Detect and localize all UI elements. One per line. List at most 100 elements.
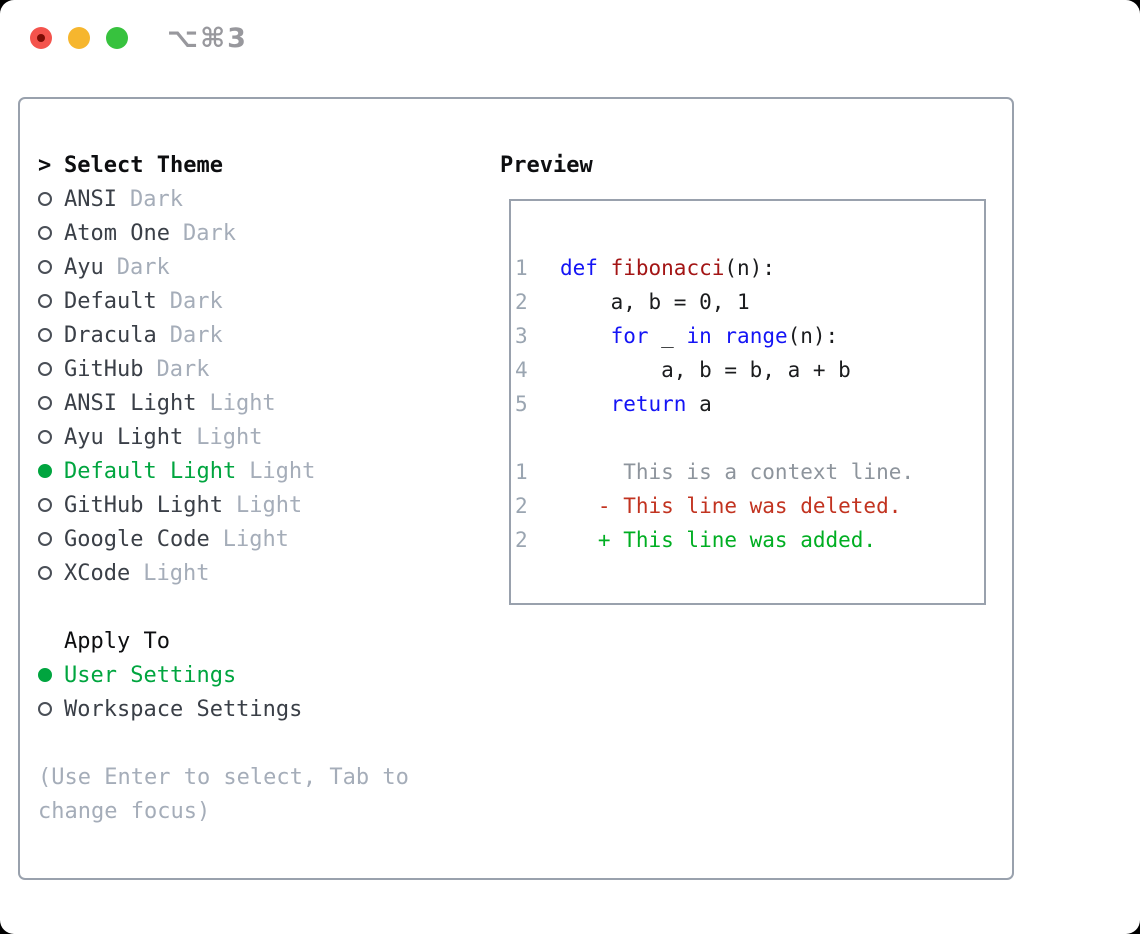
diff-preview: 1 This is a context line.2 - This line w… [515, 455, 984, 557]
code-line: 3 for _ in range(n): [515, 319, 984, 353]
token-plain: a, b = b, a + b [560, 358, 851, 382]
theme-name: ANSI [64, 186, 117, 212]
theme-name: XCode [64, 560, 131, 586]
radio-icon [38, 362, 52, 376]
code-line: 4 a, b = b, a + b [515, 353, 984, 387]
theme-name: Dracula [64, 322, 157, 348]
theme-variant-tag: Light [143, 560, 210, 586]
line-number: 1 [515, 256, 528, 280]
code-text: def fibonacci(n): [560, 256, 775, 280]
theme-option-xcode[interactable]: XCode Light [38, 556, 488, 590]
radio-icon [38, 226, 52, 240]
theme-name: Ayu Light [64, 424, 184, 450]
token-plain [712, 324, 725, 348]
diff-text: This is a context line. [560, 460, 915, 484]
code-text: return a [560, 392, 712, 416]
theme-option-atom-one[interactable]: Atom One Dark [38, 216, 488, 250]
token-function: fibonacci [610, 256, 725, 280]
theme-name: Atom One [64, 220, 170, 246]
radio-icon [38, 702, 52, 716]
token-keyword: range [724, 324, 788, 348]
radio-icon [38, 498, 52, 512]
line-number: 1 [515, 460, 528, 484]
theme-variant-tag: Dark [182, 220, 236, 246]
radio-icon [38, 396, 52, 410]
apply-option-label: Workspace Settings [64, 696, 303, 722]
theme-variant-tag: Light [235, 492, 303, 518]
apply-to-header: Apply To [38, 624, 488, 658]
apply-option-workspace-settings[interactable]: Workspace Settings [38, 692, 488, 726]
theme-option-github[interactable]: GitHub Dark [38, 352, 488, 386]
radio-icon [38, 294, 52, 308]
line-number: 3 [515, 324, 528, 348]
diff-line-context: 1 This is a context line. [515, 455, 984, 489]
token-plain: (n): [787, 324, 839, 348]
theme-option-ayu-light[interactable]: Ayu Light Light [38, 420, 488, 454]
theme-name: GitHub Light [64, 492, 223, 518]
theme-variant-tag: Light [222, 526, 289, 552]
traffic-lights [30, 27, 128, 49]
gap [515, 421, 984, 455]
apply-option-label: User Settings [64, 662, 237, 688]
theme-list-header: >Select Theme [38, 148, 488, 182]
theme-name: Default Light [64, 458, 237, 484]
fullscreen-button[interactable] [106, 27, 128, 49]
theme-variant-tag: Light [196, 424, 263, 450]
line-number: 2 [515, 494, 528, 518]
line-number: 2 [515, 528, 528, 552]
radio-icon [38, 532, 52, 546]
preview-title: Preview [500, 152, 593, 178]
token-keyword: for [610, 324, 649, 348]
hint-text: (Use Enter to select, Tab to change focu… [38, 760, 488, 828]
theme-variant-tag: Dark [169, 288, 223, 314]
theme-name: GitHub [64, 356, 144, 382]
gap [38, 590, 488, 624]
code-text: a, b = b, a + b [560, 358, 851, 382]
theme-name: Ayu [64, 254, 104, 280]
theme-variant-tag: Light [209, 390, 276, 416]
theme-variant-tag: Dark [116, 254, 170, 280]
token-keyword: return [610, 392, 687, 416]
hint-line-1: (Use Enter to select, Tab to [38, 764, 409, 790]
diff-line-deleted: 2 - This line was deleted. [515, 489, 984, 523]
apply-to-title: Apply To [64, 628, 170, 654]
token-plain [560, 324, 611, 348]
theme-option-github-light[interactable]: GitHub Light Light [38, 488, 488, 522]
preview-header: Preview [500, 148, 593, 182]
theme-variant-tag: Dark [129, 186, 183, 212]
theme-name: Default [64, 288, 157, 314]
document-edited-dot-icon [37, 34, 45, 42]
apply-option-user-settings[interactable]: User Settings [38, 658, 488, 692]
minimize-button[interactable] [68, 27, 90, 49]
token-plain [560, 392, 611, 416]
theme-variant-tag: Dark [156, 356, 210, 382]
theme-option-ansi[interactable]: ANSI Dark [38, 182, 488, 216]
line-number: 2 [515, 290, 528, 314]
close-button[interactable] [30, 27, 52, 49]
line-number: 5 [515, 392, 528, 416]
token-plain: (n): [724, 256, 775, 280]
radio-icon [38, 192, 52, 206]
diff-text: - This line was deleted. [560, 494, 902, 518]
theme-option-ayu[interactable]: Ayu Dark [38, 250, 488, 284]
token-plain [598, 256, 611, 280]
radio-icon [38, 328, 52, 342]
code-line: 2 a, b = 0, 1 [515, 285, 984, 319]
radio-selected-icon [38, 668, 52, 682]
radio-icon [38, 430, 52, 444]
code-line: 5 return a [515, 387, 984, 421]
theme-option-default[interactable]: Default Dark [38, 284, 488, 318]
theme-list-title: Select Theme [64, 152, 223, 178]
diff-text: + This line was added. [560, 528, 877, 552]
hint-line-2: change focus) [38, 798, 211, 824]
token-keyword: in [686, 324, 712, 348]
